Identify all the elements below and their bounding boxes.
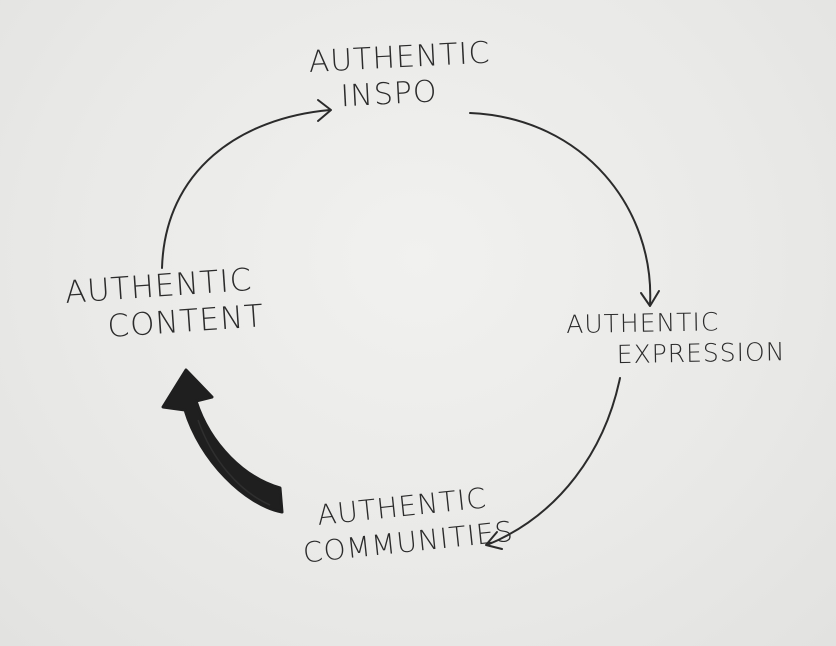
edge-communities-to-content-bold: [161, 368, 284, 514]
node-authentic-content: Authentic Content: [64, 262, 266, 346]
node-label-line: Authentic: [565, 307, 720, 339]
arrowhead-icon: [485, 531, 503, 550]
edge-inspo-to-expression: [469, 112, 660, 307]
node-label-line: Authentic: [307, 35, 492, 80]
arrowhead-icon: [640, 290, 660, 307]
bold-arrow-icon: [161, 368, 284, 514]
node-authentic-expression: Authentic Expression: [565, 307, 786, 370]
arrowhead-icon: [317, 99, 332, 122]
node-label-line: Expression: [616, 337, 786, 370]
edge-content-to-inspo: [161, 99, 332, 269]
edge-expression-to-communities: [485, 377, 621, 550]
node-authentic-inspo: Authentic Inspo: [307, 35, 493, 114]
